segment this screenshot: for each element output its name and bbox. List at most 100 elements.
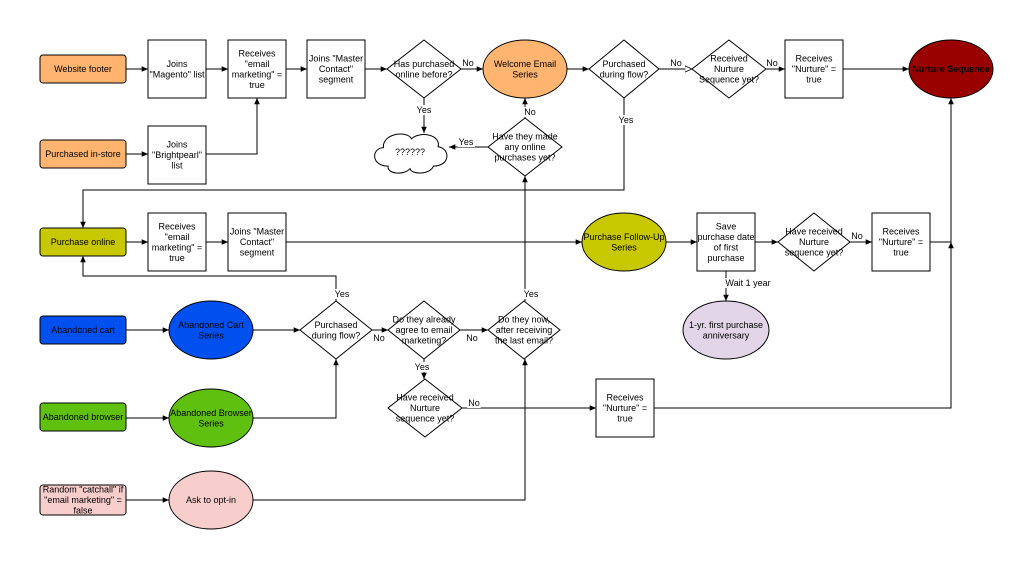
edge-label: Yes <box>333 289 351 299</box>
node-label-line: true <box>893 248 909 258</box>
rect-shape <box>306 39 366 99</box>
node-label-line: Received <box>710 54 748 64</box>
node-website-footer: Website footer <box>39 54 127 84</box>
node-label-line: Abandoned Browser <box>170 408 252 418</box>
edge-label-text: Yes <box>619 115 634 125</box>
node-nurture-sequence: Nurture Sequence <box>908 39 994 99</box>
rect-shape <box>147 39 207 99</box>
edge-label-text: Yes <box>524 289 539 299</box>
node-purchased-in-store: Purchased in-store <box>39 139 127 169</box>
node-label-line: Joins "Master <box>309 54 363 64</box>
node-label-line: segment <box>240 248 275 258</box>
rect-shape <box>595 378 655 438</box>
rect-shape <box>696 212 756 272</box>
node-label-line: Save <box>716 221 737 231</box>
node-label-line: Have received <box>396 393 454 403</box>
diamond-shape <box>387 378 463 438</box>
edge-ask-to-opt-in-to-do-they-now <box>253 359 528 501</box>
node-label-line: during flow? <box>312 330 361 340</box>
ellipse-shape <box>168 470 254 530</box>
node-label-line: false <box>73 506 92 516</box>
node-label-line: 1-yr. first purchase <box>689 320 763 330</box>
node-label-line: Receives <box>158 221 196 231</box>
node-label-line: Joins <box>166 59 188 69</box>
node-label-line: "email <box>165 232 190 242</box>
edge-label: Yes <box>617 115 635 125</box>
node-label-line: sequence yet? <box>785 248 844 258</box>
node-label-line: sequence yet? <box>396 414 455 424</box>
edge-label-text: Yes <box>417 105 432 115</box>
diamond-shape <box>691 39 767 99</box>
node-joins-brightpearl: Joins"Brightpearl"list <box>147 125 207 185</box>
edge-label: No <box>461 58 475 68</box>
node-label-line: Receives <box>795 54 833 64</box>
edge-label: No <box>523 107 537 117</box>
node-label-line: Welcome Email <box>494 59 556 69</box>
node-label-line: Contact" <box>240 237 274 247</box>
node-label-line: purchase date <box>697 232 754 242</box>
diamond-shape <box>487 300 561 360</box>
node-label-line: "Magento" list <box>150 69 205 79</box>
node-label-line: "email marketing" = <box>44 495 122 505</box>
edges-layer <box>80 69 954 503</box>
diamond-shape <box>387 300 461 360</box>
ellipse-shape <box>682 300 770 360</box>
node-label-line: Abandoned browser <box>43 412 124 422</box>
node-label-line: Sequence yet? <box>699 75 759 85</box>
rect-shape <box>227 212 287 272</box>
rect-shape <box>39 315 127 345</box>
node-label-line: Series <box>512 69 538 79</box>
edge-label: Yes <box>413 362 431 372</box>
node-label-line: any online <box>504 142 545 152</box>
edge-label: Yes <box>457 137 475 147</box>
rect-shape <box>39 484 127 516</box>
node-label-line: anniversary <box>703 330 750 340</box>
edge-label-text: No <box>468 398 480 408</box>
rect-shape <box>227 39 287 99</box>
edge-label: No <box>669 58 683 68</box>
node-label-line: Website footer <box>54 64 112 74</box>
node-label-line: true <box>169 253 185 263</box>
node-label-line: true <box>806 75 822 85</box>
edge-label-text: No <box>766 58 778 68</box>
node-label-line: Have received <box>785 227 843 237</box>
edge-label: Yes <box>522 289 540 299</box>
edge-label-text: Yes <box>335 289 350 299</box>
edge-label: Yes <box>415 105 433 115</box>
cloud-shape <box>374 133 448 174</box>
ellipse-shape <box>168 300 254 360</box>
node-label-line: "Nurture" = <box>792 64 836 74</box>
ellipse-shape <box>908 39 994 99</box>
node-label-line: Have they made <box>492 132 558 142</box>
diamond-shape <box>299 300 373 360</box>
node-label-line: Purchased <box>602 59 645 69</box>
node-label-line: marketing" = <box>232 69 282 79</box>
node-label-line: Ask to opt-in <box>186 495 236 505</box>
edge-label-text: No <box>851 231 863 241</box>
node-label-line: list <box>172 161 183 171</box>
edge-abandoned-browser-series-to-purchased-during-flow-bottom <box>253 359 339 419</box>
node-label-line: after receiving <box>496 325 553 335</box>
node-unknown-cloud: ?????? <box>374 133 448 174</box>
diamond-shape <box>487 117 563 177</box>
edge-purchased-during-flow-top-to-purchase-online <box>80 98 625 228</box>
rect-shape <box>39 139 127 169</box>
edge-joins-brightpearl-to-receives-email-marketing-top <box>206 98 260 155</box>
node-label-line: Contact" <box>319 64 353 74</box>
edge-receives-nurture-bottom-to-nurture-sequence <box>654 242 954 409</box>
edge-label-text: No <box>524 107 536 117</box>
node-label-line: Nurture <box>714 64 744 74</box>
edge-label: Wait 1 year <box>724 278 772 288</box>
edge-label: No <box>465 333 479 343</box>
